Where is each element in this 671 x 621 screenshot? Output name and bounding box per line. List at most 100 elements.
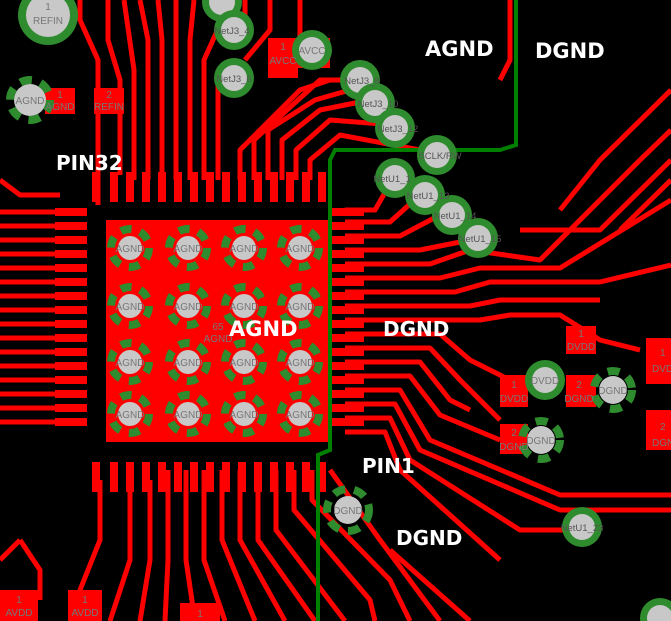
net-via-labels: NetJ3_4 NetJ3_6 NetJ3_8 NetJ3_10 NetJ3_1… bbox=[214, 26, 603, 534]
refin-pad-number: 2 bbox=[106, 90, 112, 101]
thermal-via-label: AGND bbox=[286, 244, 315, 255]
agnd-pad-net: AGND bbox=[46, 102, 75, 113]
thermal-via-label: AGND bbox=[116, 302, 145, 313]
dgnd3-via-net: DGND bbox=[526, 436, 555, 447]
refin-via-net: REFIN bbox=[33, 16, 63, 27]
netu1-15-label: NetU1_15 bbox=[459, 234, 502, 245]
thermal-via-hole bbox=[232, 294, 256, 318]
signal-vias bbox=[202, 0, 602, 547]
bottom-pad-number: 1 bbox=[197, 609, 203, 620]
thermal-via-hole bbox=[176, 402, 200, 426]
thermal-via-label: AGND bbox=[230, 302, 259, 313]
dgnd-mid-label: DGND bbox=[383, 317, 449, 341]
thermal-via-hole bbox=[118, 350, 142, 374]
thermal-via-hole bbox=[288, 402, 312, 426]
thermal-via-ring bbox=[221, 391, 267, 437]
dgnd2-pad-net: DGND bbox=[499, 442, 528, 453]
thermal-via-hole bbox=[288, 236, 312, 260]
thermal-via-label: AGND bbox=[116, 410, 145, 421]
thermal-via-label: AGND bbox=[174, 410, 203, 421]
avdd-right-number: 1 bbox=[82, 595, 88, 606]
qfn-pins bbox=[55, 172, 364, 492]
refin-pad-net: REFIN bbox=[94, 102, 124, 113]
thermal-via-label: AGND bbox=[174, 302, 203, 313]
annotations: AGND DGND PIN32 AGND DGND PIN1 DGND bbox=[56, 37, 605, 550]
thermal-via-label: AGND bbox=[286, 358, 315, 369]
thermal-via-hole bbox=[176, 236, 200, 260]
thermal-via-label: AGND bbox=[174, 244, 203, 255]
thermal-via-ring bbox=[165, 391, 211, 437]
dvdd2-pad-net: DVDD bbox=[500, 394, 528, 405]
thermal-via-label: AGND bbox=[174, 358, 203, 369]
thermal-via-label: AGND bbox=[116, 358, 145, 369]
dgnd2-pad-number: 2 bbox=[511, 428, 517, 439]
netj3-8-label: NetJ3_8 bbox=[344, 76, 379, 87]
thermal-via-label: AGND bbox=[230, 410, 259, 421]
thermal-via-label: AGND bbox=[116, 244, 145, 255]
agnd-via-net: AGND bbox=[16, 96, 45, 107]
exposed-pad-net: AGND bbox=[204, 334, 233, 345]
edge-dvdd-net: DVDD bbox=[652, 364, 671, 375]
thermal-via-hole bbox=[232, 236, 256, 260]
thermal-via-ring bbox=[165, 283, 211, 329]
thermal-via-hole bbox=[176, 350, 200, 374]
dgnd-top-label: DGND bbox=[535, 39, 605, 63]
agnd-pad-number: 1 bbox=[57, 90, 63, 101]
dgnd-via-net: DGND bbox=[598, 386, 627, 397]
thermal-via-ring bbox=[277, 339, 323, 385]
avdd-right-net: AVDD bbox=[71, 608, 98, 619]
thermal-via-ring bbox=[107, 225, 153, 271]
dgnd-pad-number: 2 bbox=[576, 380, 582, 391]
thermal-via-label: AGND bbox=[230, 358, 259, 369]
dgnd-bottom-label: DGND bbox=[396, 526, 462, 550]
ratsnest-lines bbox=[316, 0, 518, 621]
edge-dgnd-net: DGND bbox=[652, 438, 671, 449]
netu1-14-label: NetU1_14 bbox=[434, 211, 477, 222]
refin-via-number: 1 bbox=[45, 2, 51, 13]
thermal-via-ring bbox=[107, 339, 153, 385]
dgnd-pad-net: DGND bbox=[564, 394, 593, 405]
thermal-via-ring bbox=[165, 225, 211, 271]
thermal-via-hole bbox=[232, 350, 256, 374]
avcc-pad-number: 1 bbox=[280, 42, 286, 53]
thermal-via-label: AGND bbox=[286, 410, 315, 421]
netu1-13-label: NetU1_13 bbox=[407, 191, 450, 202]
dvdd2-pad-number: 1 bbox=[511, 380, 517, 391]
netj3-4-label: NetJ3_4 bbox=[214, 26, 249, 37]
thermal-via-hole bbox=[118, 294, 142, 318]
sclk-label: SCLK/RW bbox=[418, 151, 461, 162]
thermal-via-hole bbox=[288, 294, 312, 318]
avcc-pad-net: AVCC bbox=[269, 56, 296, 67]
thermal-via-ring bbox=[107, 391, 153, 437]
thermal-via-hole bbox=[118, 236, 142, 260]
dvdd-pad-net: DVDD bbox=[567, 342, 595, 353]
thermal-via-ring bbox=[221, 225, 267, 271]
thermal-via-ring bbox=[221, 283, 267, 329]
thermal-via-ring bbox=[107, 283, 153, 329]
exposed-pad-number: 65 bbox=[212, 322, 224, 333]
thermal-via-label: AGND bbox=[230, 244, 259, 255]
agnd-top-label: AGND bbox=[425, 37, 494, 61]
edge-dvdd-number: 1 bbox=[660, 348, 666, 359]
avdd-left-net: AVDD bbox=[5, 608, 32, 619]
dgnd4-via-net: DGND bbox=[333, 506, 362, 517]
thermal-via-ring bbox=[277, 391, 323, 437]
thermal-via-hole bbox=[118, 402, 142, 426]
agnd-center-label: AGND bbox=[229, 317, 298, 341]
thermal-via-hole bbox=[176, 294, 200, 318]
pin32-label: PIN32 bbox=[56, 151, 123, 175]
netj3-12-label: NetJ3_12 bbox=[378, 124, 419, 135]
dvdd-via-net: DVDD bbox=[531, 376, 559, 387]
thermal-via-ring bbox=[221, 339, 267, 385]
pin1-label: PIN1 bbox=[362, 454, 415, 478]
edge-dgnd-number: 2 bbox=[660, 422, 666, 433]
thermal-via-ring bbox=[277, 225, 323, 271]
pad-labels: 1 REFIN AGND 1 AGND 2 REFIN 1 AVCC AVCC … bbox=[5, 2, 671, 620]
netj3-10-label: NetJ3_10 bbox=[358, 99, 399, 110]
netj3-6-label: NetJ3_6 bbox=[216, 74, 251, 85]
thermal-via-ring bbox=[165, 339, 211, 385]
thermal-via-label: AGND bbox=[286, 302, 315, 313]
dvdd-pad-number: 1 bbox=[578, 329, 584, 340]
